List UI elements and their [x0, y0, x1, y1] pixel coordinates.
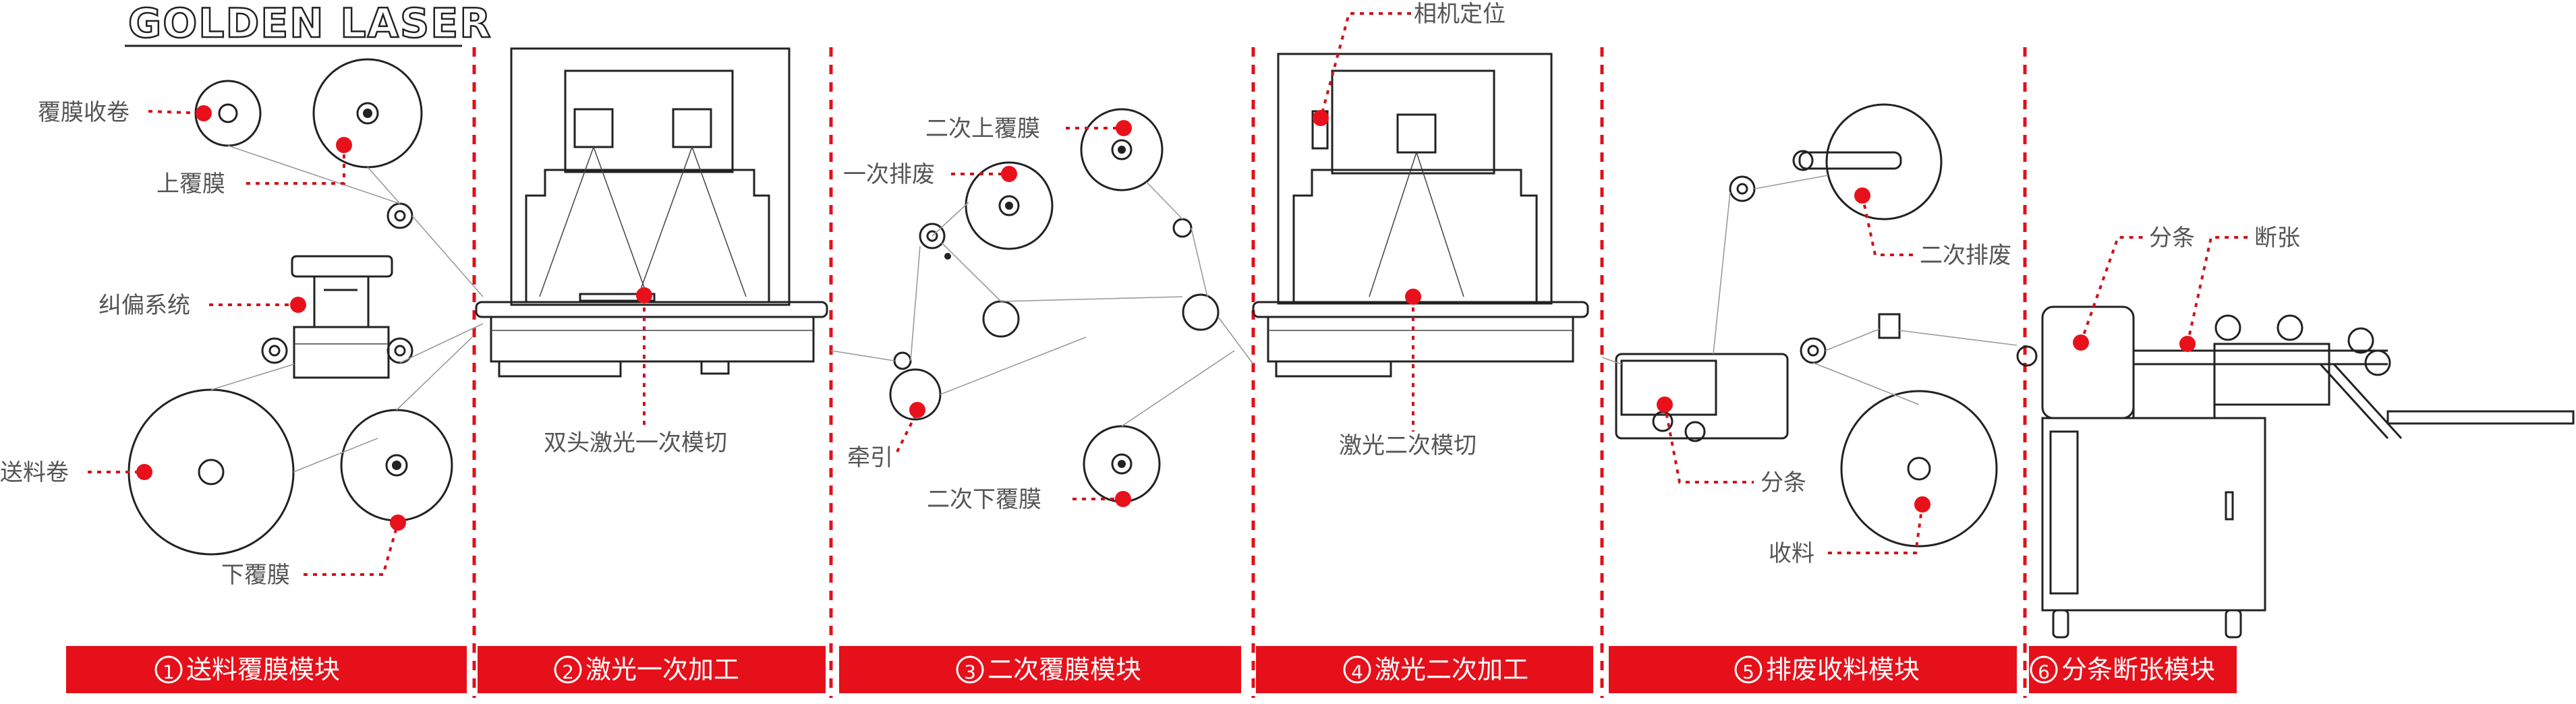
label-second-waste: 二次排废 [1920, 242, 2011, 269]
laser-station-2 [1252, 53, 1589, 378]
laser-station-1 [475, 47, 828, 378]
module-separators [472, 47, 2027, 698]
callout-labels: 覆膜收卷 上覆膜 纠偏系统 送料卷 下覆膜 双头激光一次模切 二次上覆膜 一次排… [0, 1, 2300, 589]
svg-text:3: 3 [964, 661, 976, 683]
svg-text:5: 5 [1742, 661, 1754, 683]
module-bar-6: 6 分条断张模块 [2029, 646, 2237, 693]
svg-text:4: 4 [1351, 661, 1363, 683]
module-4-label: 激光二次加工 [1375, 655, 1528, 684]
svg-text:1: 1 [163, 661, 175, 683]
golden-laser-logo: GOLDEN LASER [125, 0, 492, 48]
label-film-rewind: 覆膜收卷 [38, 99, 130, 126]
label-upper-film: 上覆膜 [156, 171, 225, 198]
label-first-waste: 一次排废 [843, 161, 935, 188]
module-2-label: 激光一次加工 [585, 655, 739, 684]
module-bar-4: 4 激光二次加工 [1256, 646, 1593, 693]
svg-text:2: 2 [562, 661, 574, 683]
module-bar-3: 3 二次覆膜模块 [839, 646, 1241, 693]
module-bar-1: 1 送料覆膜模块 [66, 646, 467, 693]
module-5-label: 排废收料模块 [1766, 655, 1920, 684]
module-5-machinery [1601, 103, 2017, 548]
label-second-lower-film: 二次下覆膜 [927, 486, 1041, 513]
label-breaking: 断张 [2254, 225, 2300, 252]
label-slitting-b: 分条 [2149, 225, 2195, 252]
module-bar-2: 2 激光一次加工 [478, 646, 826, 693]
module-bar-5: 5 排废收料模块 [1609, 646, 2017, 693]
module-6-label: 分条断张模块 [2061, 655, 2215, 684]
label-receiving: 收料 [1769, 540, 1814, 567]
module-3-label: 二次覆膜模块 [988, 655, 1141, 684]
module-bars: 1 送料覆膜模块 2 激光一次加工 3 二次覆膜模块 4 激光二次加工 5 排废… [66, 646, 2237, 693]
leader-lines [88, 12, 2250, 576]
label-correction-system: 纠偏系统 [98, 292, 190, 319]
label-laser-second-die-cut: 激光二次模切 [1339, 432, 1477, 459]
label-feed-roll: 送料卷 [0, 459, 69, 486]
label-camera-positioning: 相机定位 [1414, 1, 1506, 28]
logo-text: GOLDEN LASER [128, 0, 492, 47]
label-lower-film: 下覆膜 [221, 562, 290, 589]
label-traction: 牵引 [847, 444, 893, 471]
module-6-machinery [2016, 305, 2575, 639]
label-dual-head-die-cut: 双头激光一次模切 [544, 430, 727, 457]
module-1-machinery [127, 58, 484, 556]
label-second-upper-film: 二次上覆膜 [925, 115, 1040, 142]
red-markers [136, 105, 2196, 531]
module-1-label: 送料覆膜模块 [186, 655, 340, 684]
label-slitting-a: 分条 [1761, 469, 1806, 496]
svg-text:6: 6 [2038, 661, 2050, 683]
